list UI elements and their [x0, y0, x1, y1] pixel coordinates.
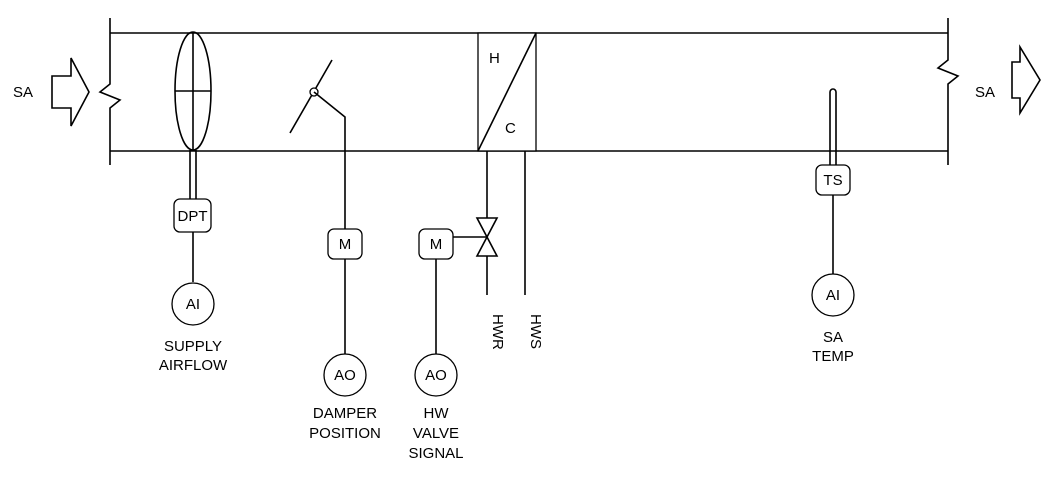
sa-temp-caption-1: SA — [823, 329, 843, 346]
supply-airflow-ai-circle — [171, 282, 215, 326]
sa-inlet-label: SA — [13, 84, 33, 101]
dpt-label: DPT — [178, 208, 208, 225]
airflow-station-icon — [174, 31, 212, 199]
hw-valve-ao-circle — [414, 353, 458, 397]
supply-airflow-caption-1: SUPPLY — [164, 338, 222, 355]
damper-motor-label: M — [339, 236, 352, 253]
supply-airflow-ai-label: AI — [186, 296, 200, 313]
coil-diagonal — [477, 32, 537, 152]
valve-motor-label: M — [430, 236, 443, 253]
ts-label: TS — [823, 172, 842, 189]
temperature-probe-icon — [829, 88, 837, 165]
supply-airflow-caption-2: AIRFLOW — [159, 357, 228, 374]
damper-position-ao-label: AO — [334, 367, 356, 384]
sa-outlet-label: SA — [975, 84, 995, 101]
coil-heat-label: H — [489, 50, 500, 67]
duct-break-left — [98, 18, 122, 165]
damper-position-caption-2: POSITION — [309, 425, 381, 442]
hwr-label: HWR — [489, 314, 506, 350]
damper-icon — [289, 59, 346, 229]
damper-position-ao-circle — [323, 353, 367, 397]
sa-outlet-arrow: SA — [975, 44, 1041, 116]
hw-valve-ao-label: AO — [425, 367, 447, 384]
sa-inlet-arrow: SA — [13, 57, 90, 127]
hw-valve-caption-3: SIGNAL — [408, 445, 463, 462]
sa-temp-ai-circle — [811, 273, 855, 317]
sa-temp-ai-label: AI — [826, 287, 840, 304]
coil-cool-label: C — [505, 120, 516, 137]
hws-label: HWS — [527, 314, 544, 349]
hw-valve-caption-2: VALVE — [413, 425, 459, 442]
sa-temp-caption-2: TEMP — [812, 348, 854, 365]
damper-position-caption-1: DAMPER — [313, 405, 377, 422]
hw-valve-caption-1: HW — [424, 405, 450, 422]
duct-break-right — [936, 18, 960, 165]
